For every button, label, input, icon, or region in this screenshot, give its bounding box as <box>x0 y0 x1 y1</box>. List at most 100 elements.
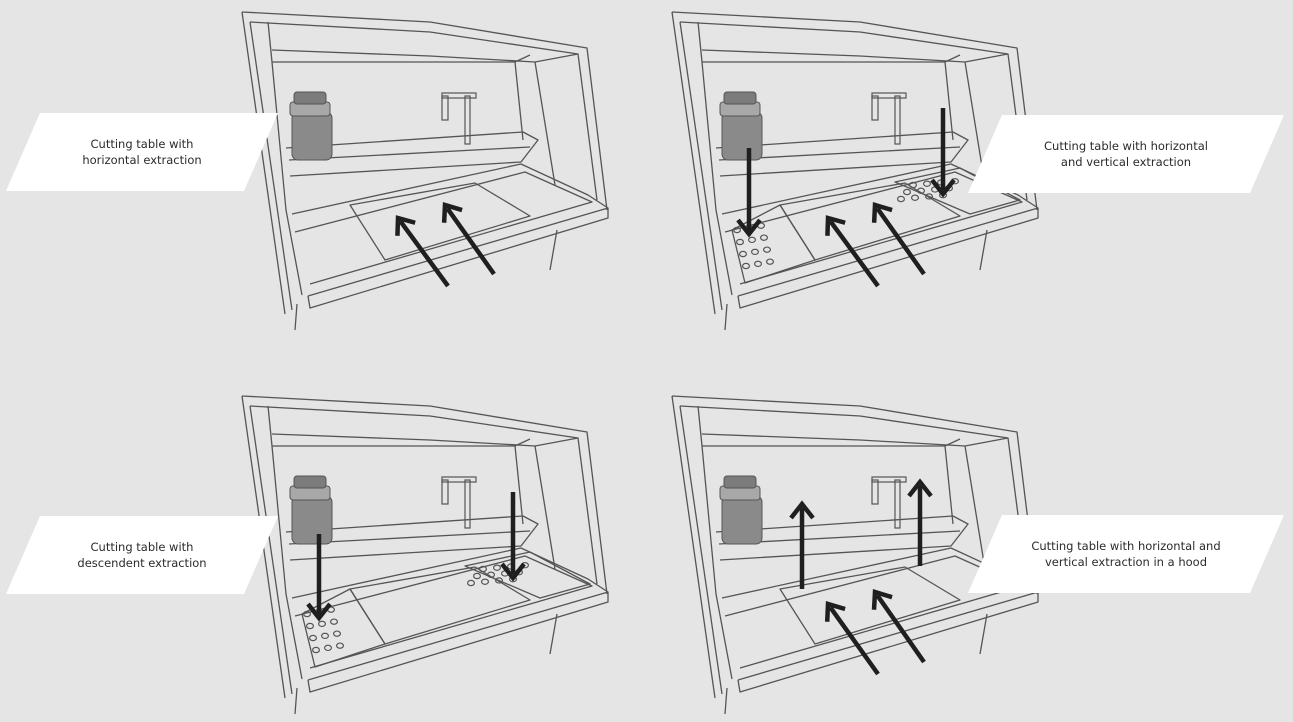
frame-inner <box>697 405 733 680</box>
hole <box>473 572 482 580</box>
extraction-holes <box>733 222 775 270</box>
hole <box>318 620 327 628</box>
bottle-body <box>721 495 763 545</box>
frame-inner <box>267 21 303 296</box>
arrowhead <box>930 178 956 198</box>
frame-inner <box>249 21 598 201</box>
airflow-arrow <box>930 108 956 198</box>
arrow-shaft <box>875 206 926 276</box>
arrowhead <box>824 601 846 622</box>
frame-outer <box>249 21 293 311</box>
bottle-cap <box>723 475 757 489</box>
label-line: vertical extraction in a hood <box>1044 555 1207 569</box>
grid-plate-right <box>894 167 1021 215</box>
arrow-shaft <box>398 219 450 288</box>
cutting-table-hood <box>671 395 1039 715</box>
frame-inner <box>697 21 733 296</box>
arrow-shaft <box>445 206 496 276</box>
arrowhead <box>907 478 933 498</box>
leg <box>979 229 988 271</box>
airflow-arrow <box>500 492 526 582</box>
cutting-table-horizontal-vertical <box>671 11 1039 331</box>
frame-outer <box>671 395 1038 595</box>
hole <box>748 236 757 244</box>
cutting-table-horizontal <box>241 11 609 331</box>
back-wall <box>944 438 961 447</box>
frame-outer <box>249 405 293 695</box>
cutting-area <box>779 566 961 645</box>
leg <box>294 687 298 715</box>
hole <box>333 630 342 637</box>
back-wall <box>514 54 531 63</box>
leg <box>979 613 988 655</box>
side-wall <box>534 61 556 186</box>
label-line: Cutting table with <box>90 540 194 554</box>
side-wall <box>534 445 556 570</box>
extraction-holes <box>467 562 530 587</box>
frame-outer <box>671 395 716 699</box>
table-top <box>294 171 593 285</box>
hole <box>487 571 496 578</box>
hole <box>733 226 742 234</box>
table-front <box>291 547 609 681</box>
stand-bar <box>441 476 477 483</box>
arrowhead <box>789 500 815 520</box>
hole <box>481 578 490 585</box>
arrowhead <box>500 562 526 582</box>
hole <box>903 188 912 196</box>
table-edge <box>737 592 1039 693</box>
stand-post <box>894 95 901 145</box>
frame-outer <box>241 11 286 315</box>
hole <box>330 618 339 625</box>
frame-outer <box>241 11 608 211</box>
cutting-table-descendent <box>241 395 609 715</box>
shelf <box>285 515 539 561</box>
shelf <box>715 131 969 177</box>
label-line: Cutting table with horizontal <box>1044 139 1208 153</box>
arrowhead <box>871 202 893 223</box>
hole <box>909 181 918 189</box>
bottle-body <box>291 495 333 545</box>
extraction-holes <box>897 178 960 203</box>
airflow-arrow <box>736 148 762 238</box>
bottle-body <box>291 111 333 161</box>
leg <box>294 303 298 331</box>
airflow-arrow <box>871 589 926 664</box>
arrow-shaft <box>875 593 926 664</box>
hole <box>493 564 502 571</box>
hole <box>742 262 751 270</box>
arrowhead <box>736 218 762 238</box>
hole <box>923 180 932 187</box>
ceiling-edge <box>701 49 1009 63</box>
grid-plate-left <box>301 588 386 668</box>
side-wall <box>964 445 986 570</box>
hole <box>766 258 775 265</box>
shelf <box>285 131 539 177</box>
airflow-arrow <box>824 601 880 676</box>
label-line: and vertical extraction <box>1060 155 1192 169</box>
airflow-arrow <box>789 500 815 589</box>
stand-post <box>871 95 879 121</box>
stand-bar <box>871 92 907 99</box>
hole <box>336 642 345 649</box>
bottle-icon <box>719 475 763 545</box>
cutting-area <box>349 182 531 261</box>
label-line: Cutting table with horizontal and <box>1031 539 1221 553</box>
stand-post <box>464 95 471 145</box>
leg <box>549 229 558 271</box>
bottle-icon <box>289 91 333 161</box>
grid-plate-right <box>464 551 591 599</box>
stand-post <box>464 479 471 529</box>
label-line: horizontal extraction <box>82 153 202 167</box>
hole <box>917 187 926 194</box>
bottle-cap <box>293 91 327 105</box>
stand-post <box>894 479 901 529</box>
frame-outer <box>241 395 608 595</box>
hole <box>321 632 330 640</box>
hole <box>495 577 504 584</box>
hole <box>763 246 772 253</box>
hole <box>312 646 321 654</box>
label-line: descendent extraction <box>77 556 207 570</box>
hole <box>467 579 476 587</box>
